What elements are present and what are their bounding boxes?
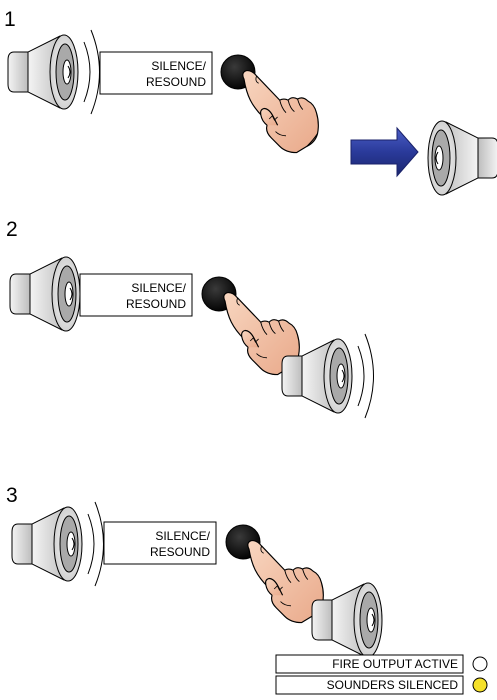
indicator-led-icon (473, 678, 487, 692)
fire-output-active-label: FIRE OUTPUT ACTIVE (332, 657, 458, 671)
speaker-icon (10, 257, 80, 331)
svg-text:SILENCE/: SILENCE/ (131, 281, 186, 295)
sound-waves-icon (88, 502, 104, 586)
right-arrow-icon (351, 128, 418, 176)
silence-resound-label: SILENCE/ RESOUND (104, 522, 216, 564)
indicator-led-icon (473, 657, 487, 671)
speaker-icon (8, 35, 78, 109)
sounders-silenced-label: SOUNDERS SILENCED (327, 678, 459, 692)
status-sounders-silenced: SOUNDERS SILENCED (276, 676, 487, 694)
status-fire-output-active: FIRE OUTPUT ACTIVE (276, 655, 487, 673)
svg-text:SILENCE/: SILENCE/ (151, 59, 206, 73)
step-number: 3 (6, 484, 18, 507)
step-2: 2 SILENCE/ RESOUND (6, 218, 374, 418)
step-number: 1 (4, 8, 16, 31)
svg-text:SILENCE/: SILENCE/ (155, 529, 210, 543)
silence-resound-label: SILENCE/ RESOUND (80, 274, 192, 316)
sound-waves-icon (84, 30, 100, 114)
svg-text:RESOUND: RESOUND (126, 297, 186, 311)
speaker-icon (428, 121, 497, 195)
speaker-icon (12, 507, 82, 581)
svg-text:RESOUND: RESOUND (150, 545, 210, 559)
silence-resound-label: SILENCE/ RESOUND (100, 52, 212, 94)
step-3: 3 SILENCE/ RESOUND FIRE OUTPUT ACTIVE (6, 484, 487, 694)
svg-text:RESOUND: RESOUND (146, 75, 206, 89)
step-number: 2 (6, 218, 18, 241)
step-1: 1 SILENCE/ RESOUND (4, 8, 497, 195)
sound-waves-icon (358, 334, 374, 418)
pointing-hand-icon (243, 71, 319, 153)
